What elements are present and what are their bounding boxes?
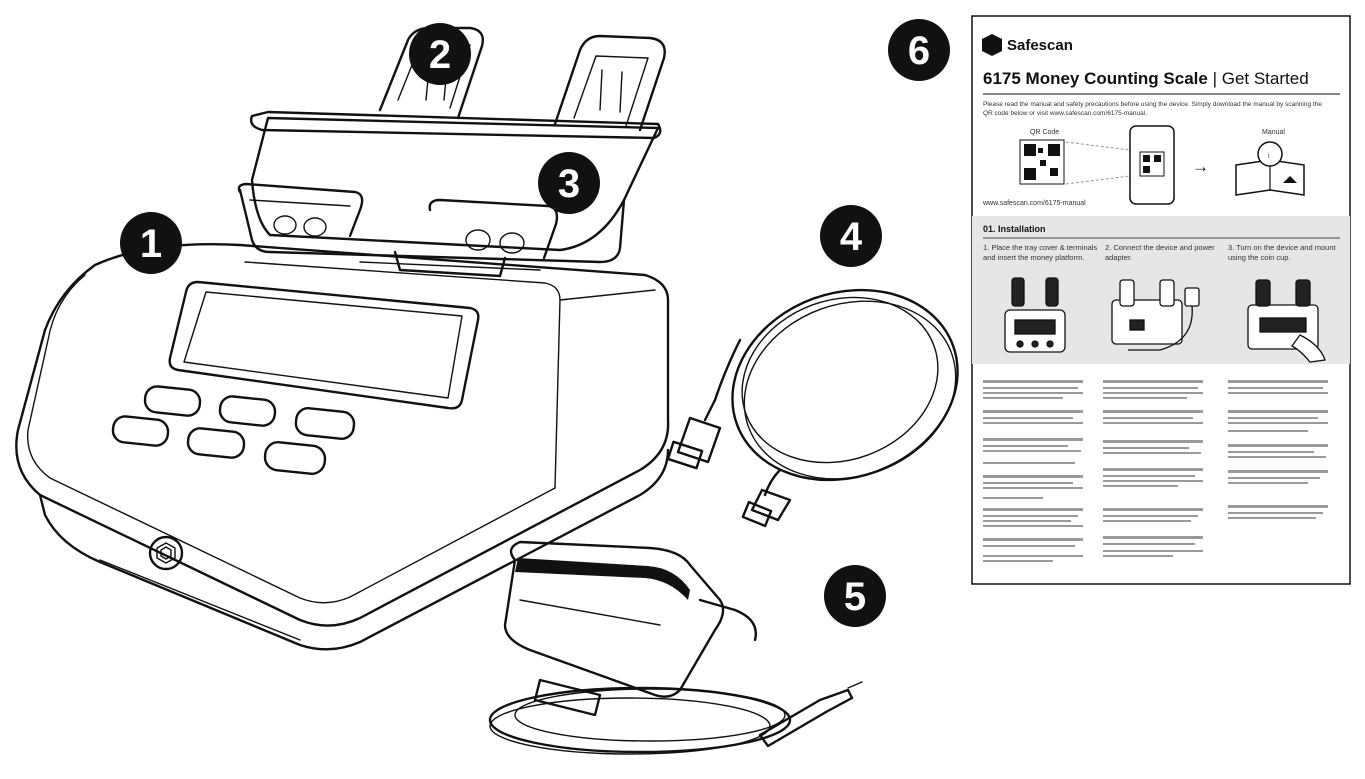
- phone-icon: [1129, 125, 1175, 205]
- guide-step-3-line-2: using the coin cup.: [1228, 253, 1291, 262]
- qr-code-icon: [1019, 139, 1065, 185]
- svg-text:5: 5: [844, 575, 866, 619]
- callout-badge-4: 4: [820, 205, 882, 267]
- svg-text:2: 2: [429, 33, 451, 77]
- guide-manual-label: Manual: [1262, 129, 1285, 136]
- callout-badge-6: 6: [888, 19, 950, 81]
- svg-text:6: 6: [908, 29, 930, 73]
- guide-brand: Safescan: [1007, 37, 1073, 54]
- guide-step-2-line-1: 2. Connect the device and power: [1105, 243, 1215, 252]
- svg-text:1: 1: [140, 222, 162, 266]
- step-3-illustration: [1247, 279, 1326, 363]
- guide-step-2-line-2: adapter.: [1105, 253, 1132, 262]
- safescan-logo-icon: [982, 34, 1002, 56]
- usb-cable-illustration: [666, 288, 959, 528]
- callout-badge-5: 5: [824, 565, 886, 627]
- power-adapter-illustration: [488, 540, 863, 755]
- guide-intro-line-1: Please read the manual and safety precau…: [983, 101, 1322, 108]
- callout-badge-3: 3: [538, 152, 600, 214]
- guide-intro-line-2: QR code below or visit www.safescan.com/…: [983, 110, 1147, 117]
- guide-step-1-line-2: and insert the money platform.: [983, 253, 1084, 262]
- svg-text:4: 4: [840, 215, 863, 259]
- scale-illustration: [15, 26, 670, 651]
- step-1-illustration: [1004, 277, 1066, 353]
- callout-badge-2: 2: [409, 23, 471, 85]
- step-2-illustration: [1111, 279, 1200, 351]
- guide-title: 6175 Money Counting Scale | Get Started: [983, 69, 1309, 88]
- guide-section-title: 01. Installation: [983, 224, 1046, 234]
- guide-qr-label: QR Code: [1030, 129, 1059, 136]
- svg-text:3: 3: [558, 162, 580, 206]
- manual-book-icon: i: [1235, 141, 1305, 196]
- guide-step-3-line-1: 3. Turn on the device and mount: [1228, 243, 1336, 252]
- quick-start-guide: Safescan 6175 Money Counting Scale | Get…: [971, 15, 1351, 585]
- guide-multilingual-text: [983, 380, 1328, 562]
- guide-arrow: →: [1192, 157, 1209, 176]
- callout-badge-1: 1: [120, 212, 182, 274]
- guide-step-1-line-1: 1. Place the tray cover & terminals: [983, 243, 1097, 252]
- guide-url: www.safescan.com/6175-manual: [982, 200, 1086, 207]
- svg-text:i: i: [1268, 153, 1270, 160]
